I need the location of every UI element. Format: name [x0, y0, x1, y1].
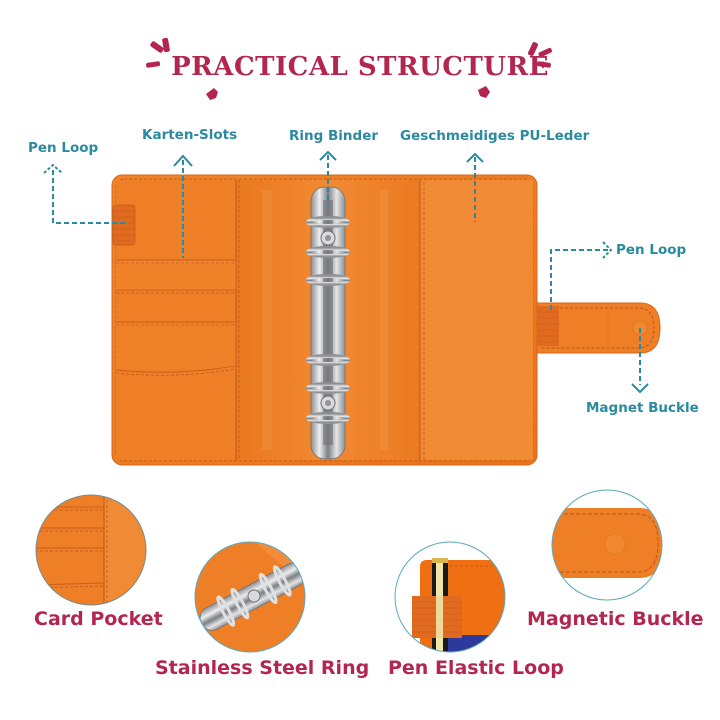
page-title: PRACTICAL STRUCTURE [171, 52, 549, 82]
magnetic-clasp-tab [519, 302, 661, 354]
callout-ring-binder: Ring Binder [289, 128, 379, 144]
pen-loop-left-strap [112, 204, 136, 246]
steel-ring-circle [195, 542, 305, 652]
card-slots [115, 259, 237, 376]
sparkle-icon-right [478, 42, 552, 98]
callout-card-slots: Karten-Slots [142, 127, 238, 143]
callout-lines [52, 155, 641, 385]
callout-arrowheads [43, 150, 649, 394]
callout-pu-leather: Geschmeidiges PU-Leder [400, 128, 590, 144]
callout-pen-loop-left: Pen Loop [28, 140, 99, 156]
caption-magnetic-buckle: Magnetic Buckle [527, 608, 704, 630]
caption-card-pocket: Card Pocket [34, 608, 163, 630]
magnetic-buckle-circle [552, 490, 662, 600]
ring-mechanism [306, 186, 350, 460]
caption-steel-ring: Stainless Steel Ring [155, 657, 370, 679]
callout-pen-loop-right: Pen Loop [616, 242, 687, 258]
callout-magnet-buckle: Magnet Buckle [586, 400, 699, 416]
caption-pen-elastic-loop: Pen Elastic Loop [388, 657, 564, 679]
card-pocket-circle [36, 495, 146, 605]
sparkle-icon-left [146, 37, 218, 100]
